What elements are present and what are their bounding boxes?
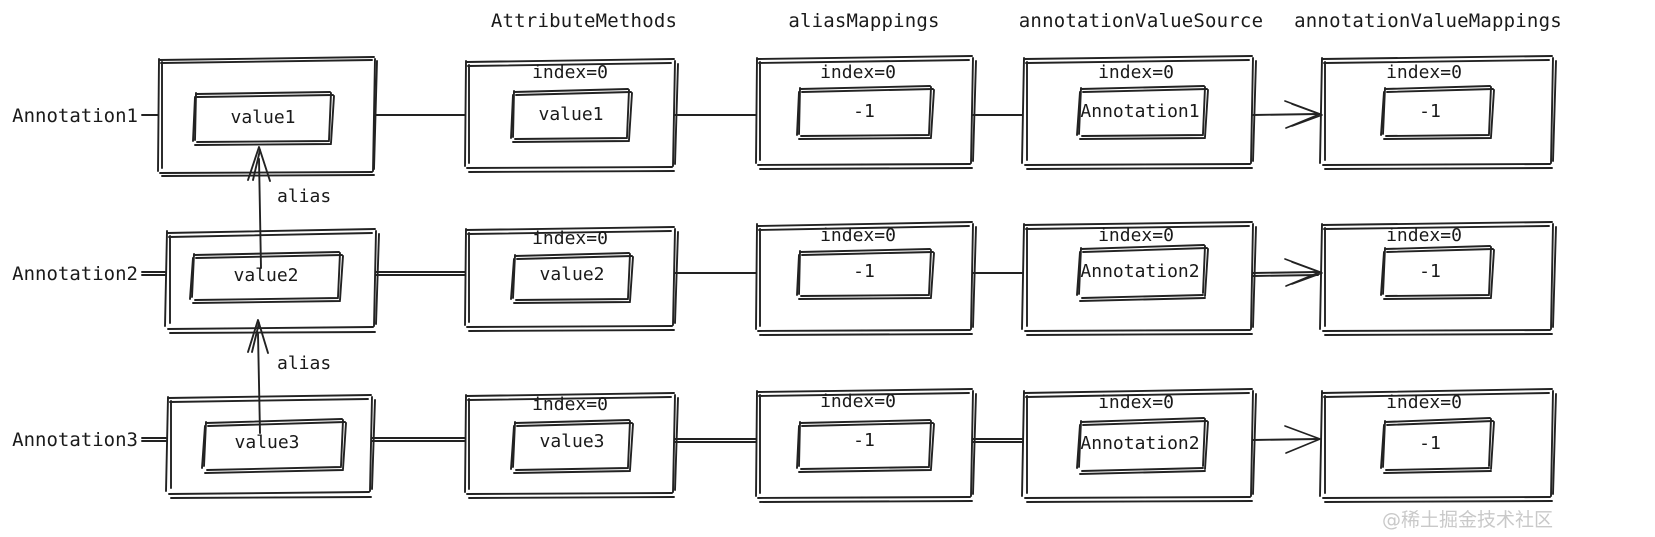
row-label-annotation3: Annotation3 [12, 429, 138, 451]
alias-mapping-value-r3: -1 [853, 430, 875, 451]
attribute-method-value-box-r3 [510, 419, 634, 474]
annotation2-value-box [189, 251, 344, 304]
annotation-value-mapping-title-r3: index=0 [1386, 392, 1462, 413]
annotation-value-mapping-title-r2: index=0 [1386, 225, 1462, 246]
alias-arrow-r3-to-r2 [247, 319, 269, 434]
alias-mapping-value-r1: -1 [853, 101, 875, 122]
alias-edge-label-2: alias [277, 353, 332, 374]
annotation-value-mapping-value-box-r3 [1380, 417, 1495, 474]
arrowhead-row3 [1284, 425, 1321, 454]
annotation-value-source-title-r1: index=0 [1098, 62, 1174, 83]
attribute-method-box-r3 [464, 392, 679, 499]
column-header-annotation-value-source: annotationValueSource [1018, 10, 1264, 32]
alias-mapping-title-r2: index=0 [820, 225, 896, 246]
annotation-value-mapping-value-r3: -1 [1419, 433, 1441, 454]
attribute-method-value-r3: value3 [539, 431, 605, 452]
alias-mapping-value-r2: -1 [853, 261, 875, 282]
attribute-method-value-r1: value1 [538, 104, 604, 125]
annotation-value-mapping-value-r1: -1 [1419, 101, 1441, 122]
annotation-value-mapping-value-box-r2 [1380, 245, 1495, 300]
annotation-value-mapping-value-r2: -1 [1419, 261, 1441, 282]
alias-mapping-value-box-r3 [796, 419, 935, 473]
attribute-method-title-r2: index=0 [532, 228, 608, 249]
annotation-value-source-value-r2: Annotation2 [1080, 261, 1200, 282]
column-header-attribute-methods: AttributeMethods [490, 10, 678, 32]
annotation-value-source-value-box-r1 [1076, 85, 1209, 140]
annotation-value-mapping-box-r3 [1319, 388, 1557, 503]
alias-mapping-box-r1 [755, 55, 977, 170]
annotation2-outer-box [164, 228, 380, 334]
attribute-method-value-r2: value2 [539, 264, 605, 285]
attribute-method-title-r3: index=0 [532, 394, 608, 415]
annotation-value-source-box-r3 [1021, 388, 1257, 503]
annotation-value-source-value-r3: Annotation2 [1080, 433, 1200, 454]
annotation-value-source-title-r2: index=0 [1098, 225, 1174, 246]
annotation-value-source-value-r1: Annotation1 [1080, 101, 1200, 122]
annotation3-value-text: value3 [234, 432, 300, 453]
annotation-value-source-box-r1 [1021, 55, 1257, 170]
annotation2-value-text: value2 [233, 265, 299, 286]
alias-mapping-box-r2 [755, 221, 977, 336]
annotation1-value-text: value1 [230, 107, 296, 128]
alias-mapping-value-box-r2 [796, 248, 935, 300]
row-label-annotation2: Annotation2 [12, 263, 138, 285]
annotation3-outer-box [165, 394, 376, 499]
annotation-value-source-value-box-r3 [1076, 417, 1209, 475]
annotation-value-source-title-r3: index=0 [1098, 392, 1174, 413]
arrowhead-row2 [1284, 258, 1323, 287]
attribute-method-value-box-r1 [510, 88, 633, 143]
column-header-annotation-value-mappings: annotationValueMappings [1294, 10, 1562, 32]
annotation-value-mapping-box-r1 [1319, 55, 1557, 170]
alias-mapping-title-r3: index=0 [820, 391, 896, 412]
row-label-annotation1: Annotation1 [12, 105, 138, 127]
annotation-value-mapping-value-box-r1 [1380, 85, 1495, 140]
alias-mapping-title-r1: index=0 [820, 62, 896, 83]
annotation-value-mapping-title-r1: index=0 [1386, 62, 1462, 83]
attribute-method-value-box-r2 [510, 252, 634, 304]
alias-edge-label-1: alias [277, 186, 332, 207]
alias-mapping-value-box-r1 [796, 85, 935, 140]
arrowhead-row1 [1284, 100, 1323, 129]
connector-row2 [141, 271, 1319, 277]
attribute-method-title-r1: index=0 [532, 62, 608, 83]
watermark: @稀土掘金技术社区 [1381, 509, 1553, 531]
annotation-value-source-box-r2 [1021, 221, 1257, 336]
annotation1-value-box [192, 91, 335, 146]
attribute-method-box-r2 [464, 226, 679, 332]
annotation-value-source-value-box-r2 [1076, 244, 1209, 302]
column-header-alias-mappings: aliasMappings [788, 10, 940, 32]
connector-row3 [141, 437, 1319, 443]
alias-mapping-box-r3 [755, 388, 977, 503]
alias-arrow-r2-to-r1 [247, 146, 271, 269]
connector-row1 [141, 113, 1319, 116]
annotation-value-mapping-box-r2 [1319, 221, 1557, 336]
annotation3-value-box [201, 418, 347, 474]
attribute-method-box-r1 [464, 58, 679, 173]
